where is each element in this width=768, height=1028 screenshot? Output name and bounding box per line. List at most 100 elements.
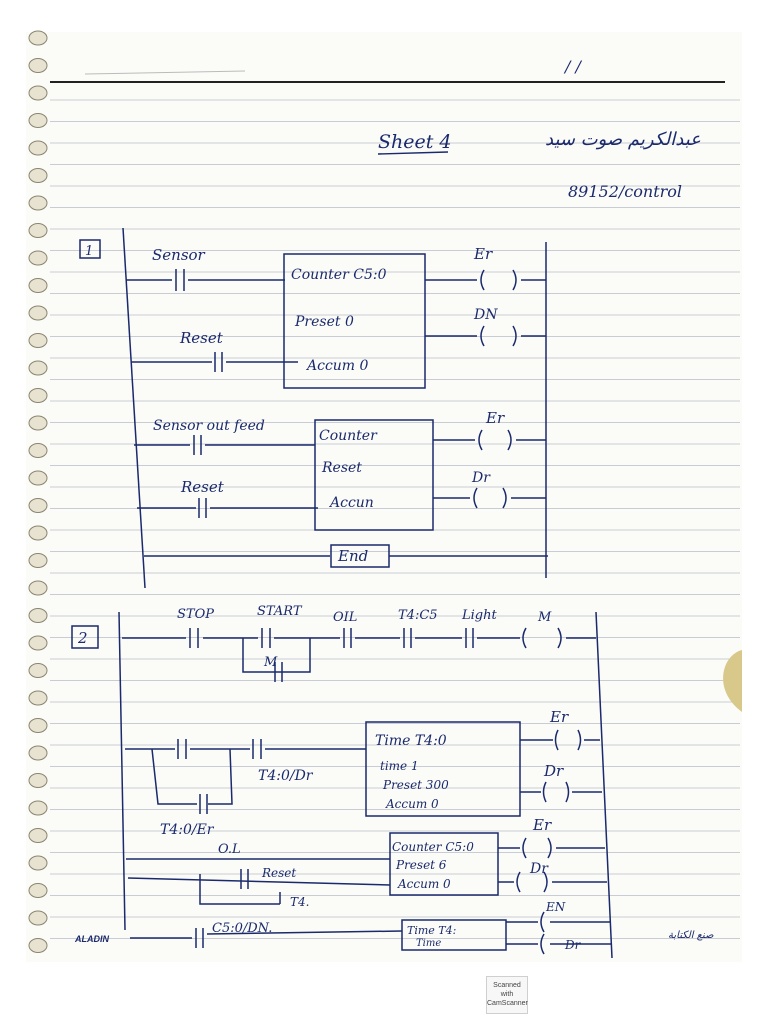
timer-box — [365, 721, 521, 817]
p2-r2-contact-label: T4:0/Dr — [258, 768, 314, 784]
p2-r1-label-stop: STOP — [177, 607, 214, 622]
p2-r1-label-start: START — [257, 604, 303, 619]
spiral-hole — [28, 690, 48, 706]
spiral-hole — [28, 635, 48, 651]
counter-box-3 — [389, 832, 499, 896]
p1-r2-out2-label: Dr — [471, 470, 491, 486]
p1-r2-reset-label: Reset — [180, 478, 225, 496]
ruled-lines — [50, 99, 740, 939]
sheet-title-underline — [377, 151, 449, 155]
spiral-hole — [28, 773, 48, 788]
page-tab — [723, 650, 742, 712]
watermark-line2: CamScanner — [487, 1000, 528, 1007]
spiral-hole — [28, 883, 48, 898]
p2-r1-seal-label: M — [263, 655, 278, 670]
spiral-hole — [28, 745, 48, 761]
sheet-title: Sheet 4 — [378, 131, 452, 153]
p1-r2-box-line1: Counter — [319, 428, 378, 444]
date-marks: / / — [563, 57, 582, 76]
spiral-hole — [28, 85, 48, 101]
spiral-hole — [28, 415, 48, 431]
p2-r4-out1-label: EN — [545, 900, 566, 914]
problem2-left-rail — [118, 611, 126, 931]
p2-r4-box-line1: Time T4: — [407, 924, 456, 937]
counter-box-1 — [283, 253, 426, 389]
paper-sheet — [26, 32, 742, 962]
p1-r2-box-line2: Reset — [321, 460, 362, 476]
p1-r1-box-line2: Preset 0 — [294, 314, 354, 330]
p2-r3-box-line1: Counter C5:0 — [392, 840, 474, 854]
problem1-ladder — [79, 227, 548, 589]
spiral-hole — [28, 360, 48, 376]
footer-arabic-mark: صنع الكتابة — [668, 930, 714, 941]
spiral-hole — [28, 828, 48, 843]
spiral-hole — [28, 223, 48, 238]
header-date-rule — [84, 70, 246, 75]
p2-r2-box-line2: time 1 — [380, 759, 419, 773]
p2-r2-box-line4: Accum 0 — [385, 797, 439, 811]
p2-r4-contact-label: C5:0/DN. — [212, 921, 272, 936]
problem2-ladder — [71, 611, 613, 959]
p2-r1-label-oil: OIL — [333, 610, 357, 625]
camscanner-watermark: Scanned with CamScanner — [486, 976, 528, 1014]
p2-r3-box-line3: Accum 0 — [397, 877, 451, 891]
spiral-hole — [28, 250, 48, 266]
problem1-number: 1 — [85, 244, 93, 259]
spiral-hole — [28, 553, 48, 568]
spiral-hole — [28, 718, 48, 733]
spiral-hole — [28, 58, 48, 73]
problem2-number: 2 — [77, 629, 88, 647]
spiral-hole — [28, 910, 48, 926]
p2-r3-out1-label: Er — [532, 816, 552, 834]
p1-r1-reset-label: Reset — [179, 329, 224, 347]
spiral-holes — [28, 30, 48, 953]
p2-r3-contact3-label: Reset — [261, 866, 296, 880]
spiral-hole — [28, 525, 48, 541]
watermark-line1: Scanned with — [493, 982, 521, 998]
p2-r2-out1-label: Er — [549, 708, 569, 726]
problem2-right-rail — [595, 611, 613, 959]
problem1-left-rail — [122, 227, 146, 589]
p2-r3-contact1-label: T4:0/Er — [160, 822, 215, 838]
p2-r2-out2-label: Dr — [543, 762, 564, 780]
spiral-hole — [28, 608, 48, 623]
spiral-hole — [28, 498, 48, 513]
p2-r1-label-timer: T4:C5 — [398, 608, 438, 623]
p1-r1-box-line3: Accum 0 — [305, 358, 369, 374]
spiral-hole — [28, 168, 48, 183]
timer-box-2 — [401, 919, 507, 951]
p1-r2-sensor-label: Sensor out feed — [153, 418, 265, 434]
p2-r3-contact2-label: O.L — [218, 842, 241, 857]
p2-r3-box-line2: Preset 6 — [395, 858, 447, 872]
problem1-number-box — [79, 239, 101, 259]
p1-r1-out2-label: DN — [473, 307, 498, 323]
p2-r4-box-line2: Time — [416, 938, 441, 949]
spiral-hole — [28, 443, 48, 458]
spiral-hole — [28, 30, 48, 46]
student-id: 89152/control — [568, 182, 682, 201]
p2-r4-out2-label: Dr — [564, 938, 582, 952]
p1-r1-sensor-label: Sensor — [152, 246, 206, 264]
p2-r1-label-light: Light — [461, 608, 497, 623]
spiral-hole — [28, 113, 48, 128]
p2-r2-box-line3: Preset 300 — [382, 778, 449, 792]
p2-r1-label-m: M — [537, 610, 552, 625]
spiral-hole — [28, 195, 48, 211]
spiral-hole — [28, 305, 48, 321]
p1-r2-out1-label: Er — [485, 409, 505, 427]
end-label: End — [337, 547, 368, 565]
p1-r1-out1-label: Er — [473, 245, 493, 263]
spiral-hole — [28, 470, 48, 486]
p1-r1-box-line1: Counter C5:0 — [291, 267, 387, 283]
spiral-hole — [28, 333, 48, 348]
brand-logo: ALADIN — [74, 934, 109, 944]
spiral-hole — [28, 800, 48, 816]
spiral-hole — [28, 140, 48, 156]
spiral-hole — [28, 663, 48, 678]
p2-r2-box-line1: Time T4:0 — [375, 733, 447, 749]
p2-r3-out2-label: Dr — [529, 861, 549, 877]
counter-box-2 — [314, 419, 434, 531]
spiral-hole — [28, 580, 48, 596]
